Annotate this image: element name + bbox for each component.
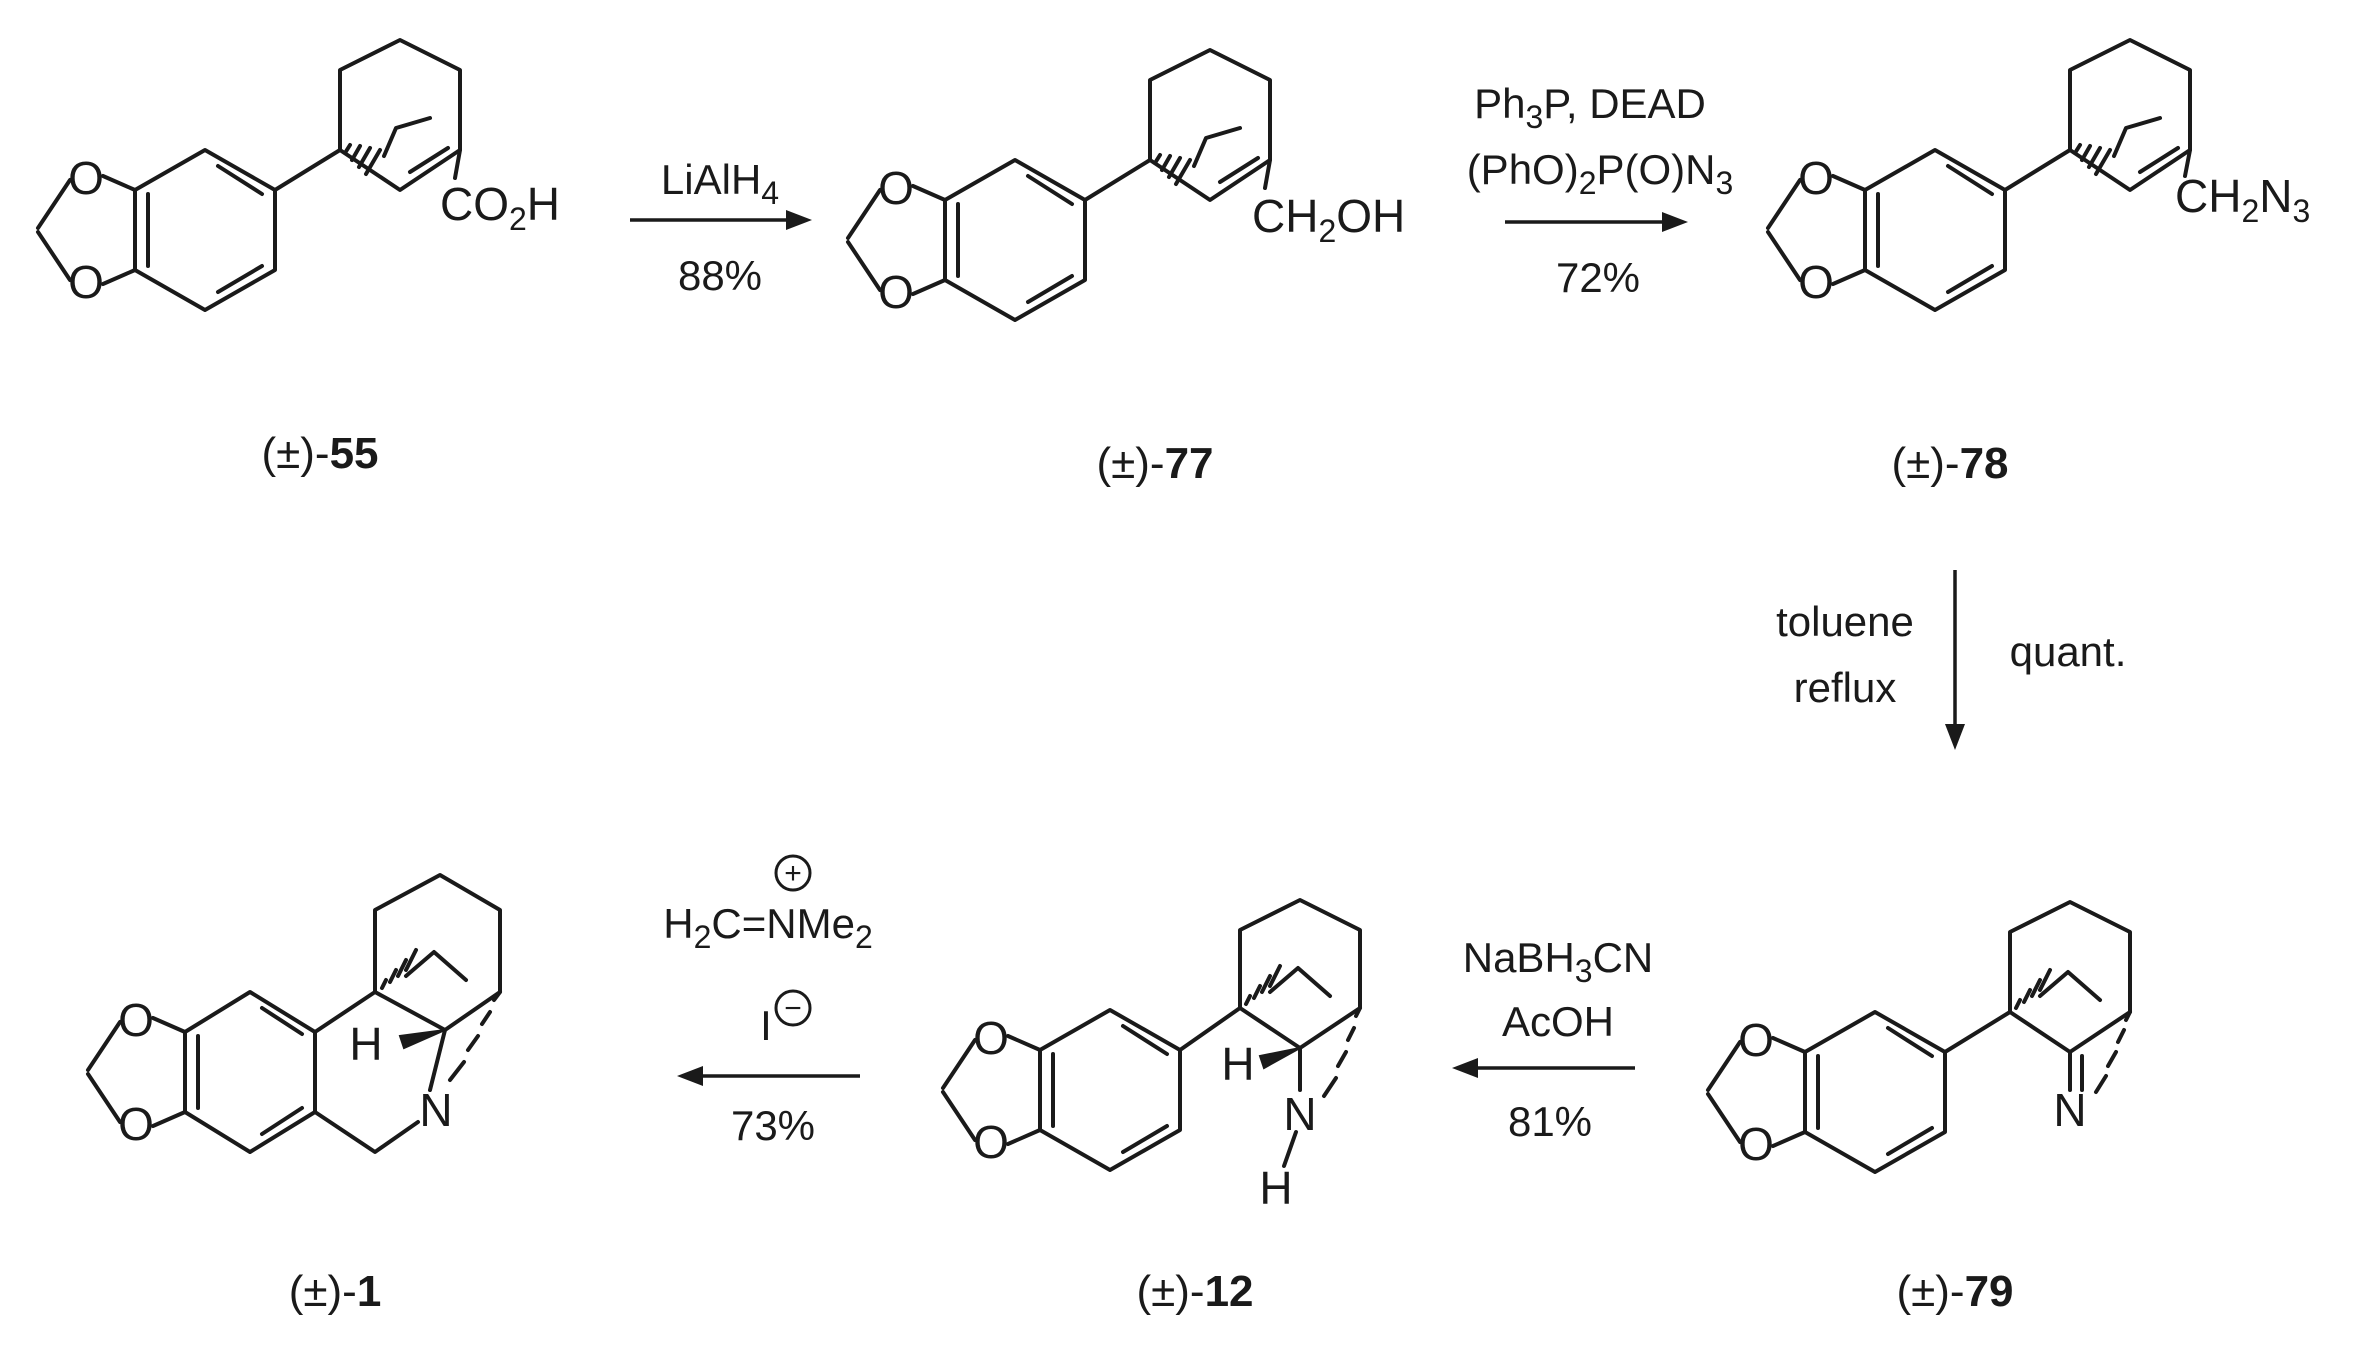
- reagent-lialh4: LiAlH4: [661, 156, 779, 211]
- yield-step-5: 73%: [731, 1102, 815, 1149]
- positive-charge-sign: +: [784, 857, 802, 890]
- ch2n3-group-label: CH2N3: [2175, 170, 2310, 229]
- reagent-reflux: reflux: [1794, 664, 1897, 711]
- o-atom-label: O: [1798, 152, 1834, 204]
- compound-label-78: (±)-78: [1891, 439, 2008, 488]
- o-atom-label: O: [1738, 1118, 1774, 1170]
- yield-step-4: 81%: [1508, 1098, 1592, 1145]
- compound-12-structure: [941, 898, 1362, 1172]
- n-atom-label: N: [1283, 1088, 1316, 1140]
- reaction-arrow-3: [1945, 570, 1965, 750]
- yield-step-1: 88%: [678, 252, 762, 299]
- reaction-arrow-1: [630, 210, 812, 230]
- o-atom-label: O: [1798, 256, 1834, 308]
- compound-label-55: (±)-55: [261, 429, 378, 478]
- reagent-eschenmoser-salt: H2C=NMe2: [663, 900, 872, 955]
- o-atom-label: O: [1738, 1014, 1774, 1066]
- o-atom-label: O: [68, 152, 104, 204]
- reagent-nabh3cn: NaBH3CN: [1463, 934, 1654, 989]
- o-atom-label: O: [878, 162, 914, 214]
- o-atom-label: O: [973, 1116, 1009, 1168]
- yield-step-2: 72%: [1556, 254, 1640, 301]
- n-atom-label: N: [419, 1084, 452, 1136]
- negative-charge-sign: −: [784, 992, 802, 1025]
- compound-label-79: (±)-79: [1896, 1267, 2013, 1316]
- h-atom-label: H: [1259, 1162, 1292, 1214]
- compound-78-structure: [1766, 38, 2192, 312]
- positive-charge-icon: [774, 854, 812, 892]
- o-atom-label: O: [973, 1012, 1009, 1064]
- reaction-arrow-4: [1452, 1058, 1635, 1078]
- reagent-toluene: toluene: [1776, 598, 1914, 645]
- negative-charge-icon: [774, 989, 812, 1027]
- compound-55-structure: [36, 38, 462, 312]
- reagent-ph3p-dead: Ph3P, DEAD: [1474, 80, 1706, 135]
- h-atom-label: H: [1221, 1038, 1254, 1090]
- compound-label-12: (±)-12: [1136, 1267, 1253, 1316]
- compound-79-structure: [1706, 900, 2132, 1174]
- o-atom-label: O: [118, 994, 154, 1046]
- reagent-acoh: AcOH: [1502, 998, 1614, 1045]
- iodide-label: I: [760, 1002, 772, 1049]
- co2h-group-label: CO2H: [440, 178, 560, 237]
- ch2oh-group-label: CH2OH: [1252, 190, 1405, 249]
- o-atom-label: O: [878, 266, 914, 318]
- compound-1-structure: [86, 873, 502, 1154]
- compound-77-structure: [846, 48, 1272, 322]
- n-atom-label: N: [2053, 1084, 2086, 1136]
- yield-step-3: quant.: [2010, 628, 2127, 675]
- compound-label-77: (±)-77: [1096, 439, 1213, 488]
- compound-label-1: (±)-1: [289, 1267, 382, 1316]
- reagent-dppa: (PhO)2P(O)N3: [1467, 146, 1734, 201]
- h-atom-label: H: [349, 1018, 382, 1070]
- reaction-arrow-2: [1505, 212, 1688, 232]
- o-atom-label: O: [68, 256, 104, 308]
- reaction-arrow-5: [677, 1066, 860, 1086]
- o-atom-label: O: [118, 1098, 154, 1150]
